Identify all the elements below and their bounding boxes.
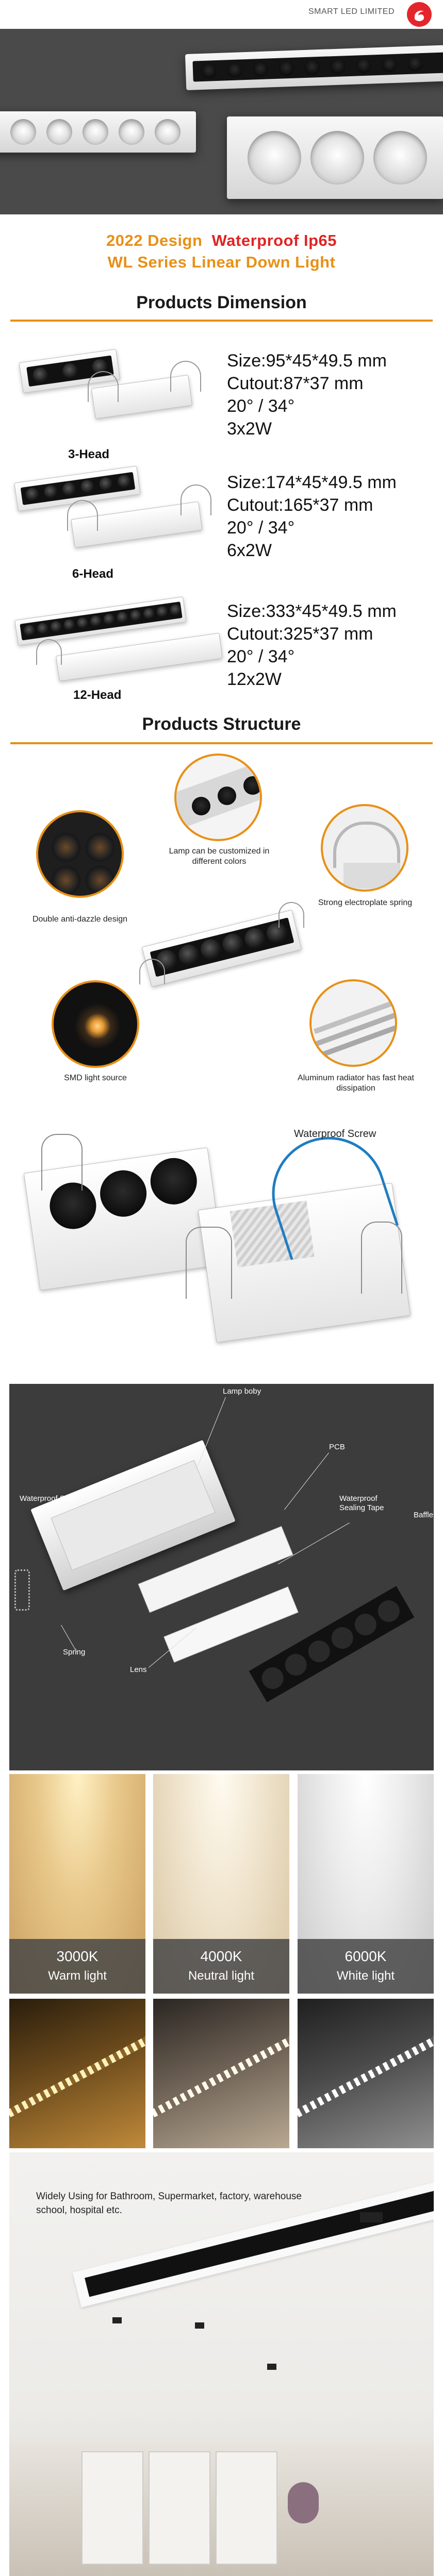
spec-angle: 20° / 34° [227,396,295,416]
color-temp-panel-white: 6000K White light [298,1774,434,1994]
hero-banner [0,29,443,214]
label-spring: Spring [63,1648,86,1657]
feature-radiator-text: Aluminum radiator has fast heat dissipat… [298,1074,414,1093]
feature-spring-image [321,804,408,892]
application-text: Widely Using for Bathroom, Supermarket, … [36,2191,302,2216]
main-title: 2022 Design Waterproof Ip65 WL Series Li… [0,230,443,273]
color-temp-kelvin: 6000K [344,1948,387,1964]
product-12head-specs: Size:333*45*49.5 mm Cutout:325*37 mm 20°… [227,600,397,691]
spec-size: Size:333*45*49.5 mm [227,601,397,621]
spec-size: Size:95*45*49.5 mm [227,351,387,371]
product-3head-image [15,340,211,443]
spec-power: 3x2W [227,419,272,439]
product-12head-image [14,596,227,685]
label-lens: Lens [130,1665,147,1674]
feature-anti-dazzle-text: Double anti-dazzle design [32,915,128,924]
dimension-heading: Products Dimension [136,293,307,312]
color-temp-name: White light [336,1969,395,1983]
feature-smd-image [52,980,139,1068]
application-scene: Widely Using for Bathroom, Supermarket, … [9,2152,434,2576]
product-12head-label: 12-Head [73,688,122,702]
spec-cutout: Cutout:87*37 mm [227,374,364,393]
structure-heading: Products Structure [142,714,301,734]
structure-divider [10,742,433,744]
strip-white-image [298,1999,434,2148]
color-temp-caption: 4000K Neutral light [153,1939,289,1994]
title-accent: Waterproof Ip65 [211,231,337,249]
spec-angle: 20° / 34° [227,647,295,666]
strip-neutral-image [153,1999,289,2148]
color-temp-panel-neutral: 4000K Neutral light [153,1774,289,1994]
structure-product-image [139,897,315,1010]
product-6head-specs: Size:174*45*49.5 mm Cutout:165*37 mm 20°… [227,471,397,562]
feature-lamp-color-text: Lamp can be customized in different colo… [169,847,270,866]
top-bar: SMART LED LIMITED [0,0,443,29]
spec-power: 12x2W [227,670,282,689]
product-6head-image [14,464,222,562]
hero-lamp-white [0,111,196,153]
color-temp-kelvin: 4000K [200,1948,242,1964]
exploded-spring [14,1569,30,1611]
product-6head-label: 6-Head [72,567,114,581]
label-lamp-body: Lamp boby [223,1387,261,1396]
color-temp-name: Neutral light [188,1969,255,1983]
spec-cutout: Cutout:165*37 mm [227,495,373,515]
strip-warm-image [9,1999,145,2148]
dimension-divider [10,320,433,322]
spec-angle: 20° / 34° [227,518,295,538]
brand-logo-icon [407,2,432,27]
hero-lamp-long [185,44,443,91]
color-temp-kelvin: 3000K [56,1948,99,1964]
product-3head-specs: Size:95*45*49.5 mm Cutout:87*37 mm 20° /… [227,349,387,440]
product-3head-label: 3-Head [68,447,110,461]
color-temp-name: Warm light [48,1969,107,1983]
waterproof-screw-label: Waterproof Screw [294,1128,376,1140]
spec-cutout: Cutout:325*37 mm [227,624,373,644]
label-baffle: Baffle [414,1511,434,1519]
feature-smd-text: SMD light source [64,1074,127,1082]
label-waterproof-screw: Waterproof Scer [20,1494,76,1503]
spec-power: 6x2W [227,541,272,560]
title-prefix: 2022 Design [106,231,203,249]
label-sealing-tape: Waterproof Sealing Tape [339,1494,384,1512]
label-pcb: PCB [329,1443,345,1451]
waterproof-screw-image [21,1113,428,1381]
color-temp-caption: 6000K White light [298,1939,434,1994]
title-line2: WL Series Linear Down Light [107,253,336,271]
exploded-view: Lamp boby PCB Waterproof Scer Waterproof… [9,1384,434,1770]
feature-lamp-color-image [174,754,262,841]
kitchen-image [9,2441,434,2576]
spec-size: Size:174*45*49.5 mm [227,473,397,492]
color-temp-panel-warm: 3000K Warm light [9,1774,145,1994]
feature-spring-text: Strong electroplate spring [318,898,413,907]
feature-radiator-image [309,979,397,1067]
brand-name: SMART LED LIMITED [308,7,395,16]
hero-lamp-3head [227,116,443,199]
feature-anti-dazzle-image [36,810,124,898]
color-temp-caption: 3000K Warm light [9,1939,145,1994]
